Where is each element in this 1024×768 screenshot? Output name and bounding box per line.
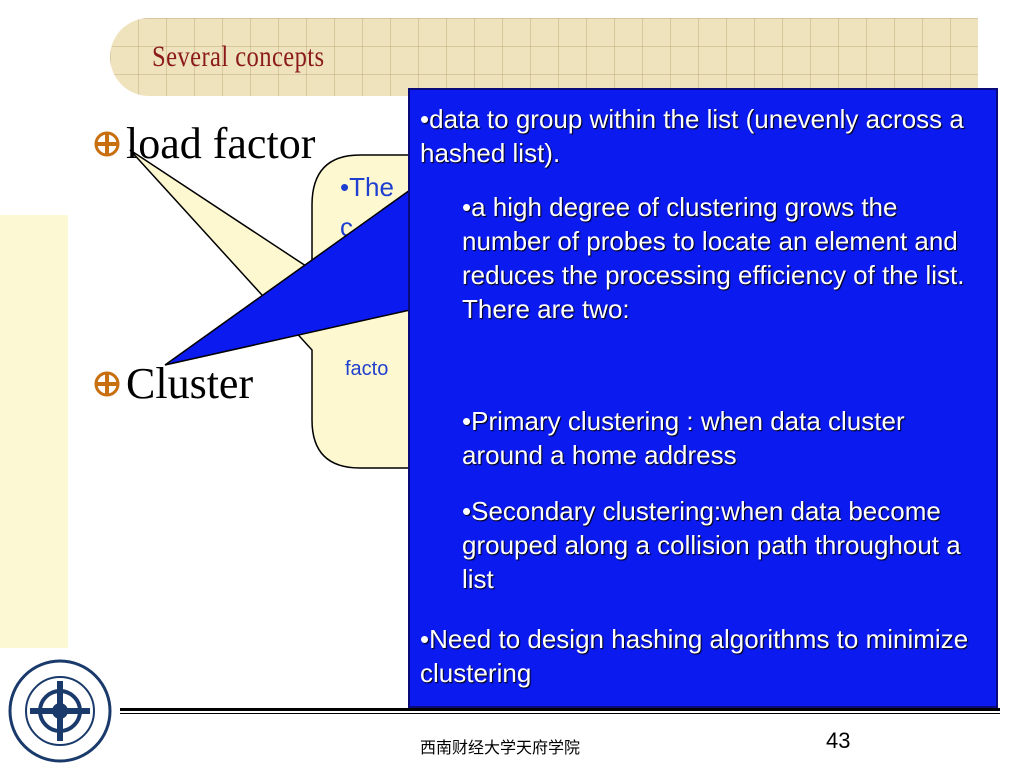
- blue-callout-text-3: •Primary clustering : when data cluster …: [462, 406, 905, 470]
- yellow-callout-small-text: facto: [345, 358, 389, 380]
- bullet-text: load factor: [126, 119, 316, 168]
- bullet-cluster: Cluster: [94, 358, 253, 409]
- footer-rule: [120, 708, 1000, 711]
- footer-rule-thin: [120, 713, 1000, 714]
- blue-callout-text-1: •data to group within the list (unevenly…: [420, 104, 964, 168]
- blue-callout-text-2: •a high degree of clustering grows the n…: [462, 192, 965, 324]
- header-band: [110, 18, 978, 96]
- yellow-callout-text-2: c: [340, 212, 353, 242]
- slide-title: Several concepts: [152, 40, 325, 73]
- blue-callout-pointer-shape: [164, 188, 411, 366]
- compass-bullet-icon: [94, 131, 120, 156]
- footer-school-name: 西南财经大学天府学院: [420, 740, 581, 757]
- university-seal-logo: [8, 659, 112, 763]
- blue-callout-text-5: •Need to design hashing algorithms to mi…: [420, 624, 969, 688]
- compass-bullet-icon: [94, 371, 120, 396]
- blue-callout: •data to group within the list (unevenly…: [408, 88, 998, 708]
- left-decor-strip: [0, 215, 68, 648]
- blue-callout-text-4: •Secondary clustering:when data become g…: [462, 496, 961, 594]
- yellow-callout-text-1: •The: [340, 172, 394, 202]
- bullet-load-factor: load factor: [94, 118, 315, 169]
- page-number: 43: [826, 728, 851, 753]
- bullet-text: Cluster: [126, 359, 254, 408]
